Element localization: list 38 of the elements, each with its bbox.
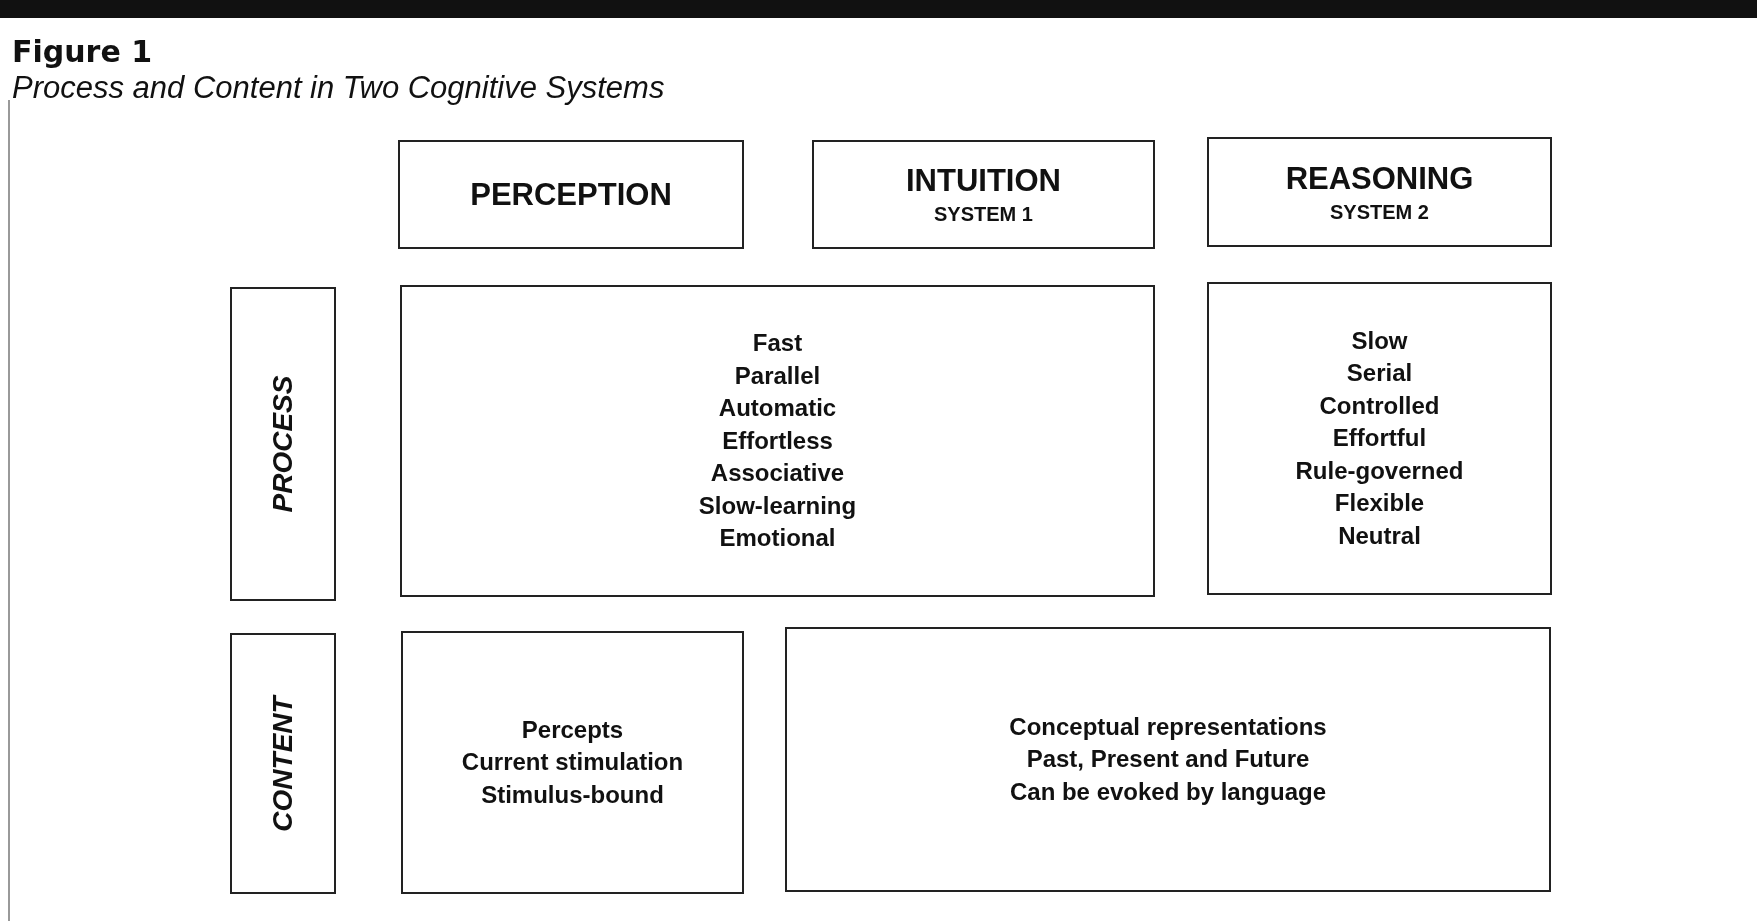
list-item: Automatic [718,393,837,424]
row-header [230,633,336,894]
content-box [785,627,1551,892]
list-item: Emotional [719,523,836,554]
list-item: Slow [1351,325,1408,356]
column-header [812,140,1155,249]
list-item: Serial [1346,358,1413,389]
list-item: Flexible [1334,488,1425,519]
figure-caption: Process and Content in Two Cognitive Systems [12,70,665,106]
list-item: Stimulus-bound [481,779,664,810]
list-item: Controlled [1319,390,1440,421]
list-item: Past, Present and Future [1026,744,1310,775]
list-item: Fast [752,328,803,359]
list-item: Associative [710,458,845,489]
header-text: INTUITION [906,163,1061,199]
list-item: Effortful [1332,423,1427,454]
list-item: Can be evoked by language [1009,776,1327,807]
header-text: PERCEPTION [470,176,672,213]
list-item: Current stimulation [461,747,684,778]
process-box [400,285,1155,597]
list-item: Conceptual representations [1009,711,1327,742]
subheader-text: SYSTEM 2 [1330,200,1429,224]
row-header [230,287,336,601]
header-text: REASONING [1285,160,1474,197]
list-item: Parallel [734,360,821,391]
list-item: Rule-governed [1295,455,1464,486]
row-label: PROCESS [267,375,299,513]
list-item: Percepts [521,714,624,745]
subheader-text: SYSTEM 1 [934,203,1033,226]
column-header [398,140,744,249]
content-box [401,631,744,894]
figure-title: Figure 1 [12,34,153,69]
list-item: Neutral [1338,520,1421,551]
process-box [1207,282,1552,595]
list-item: Effortless [722,425,833,456]
column-header [1207,137,1552,247]
list-item: Slow-learning [698,490,857,521]
row-label: CONTENT [267,695,299,832]
